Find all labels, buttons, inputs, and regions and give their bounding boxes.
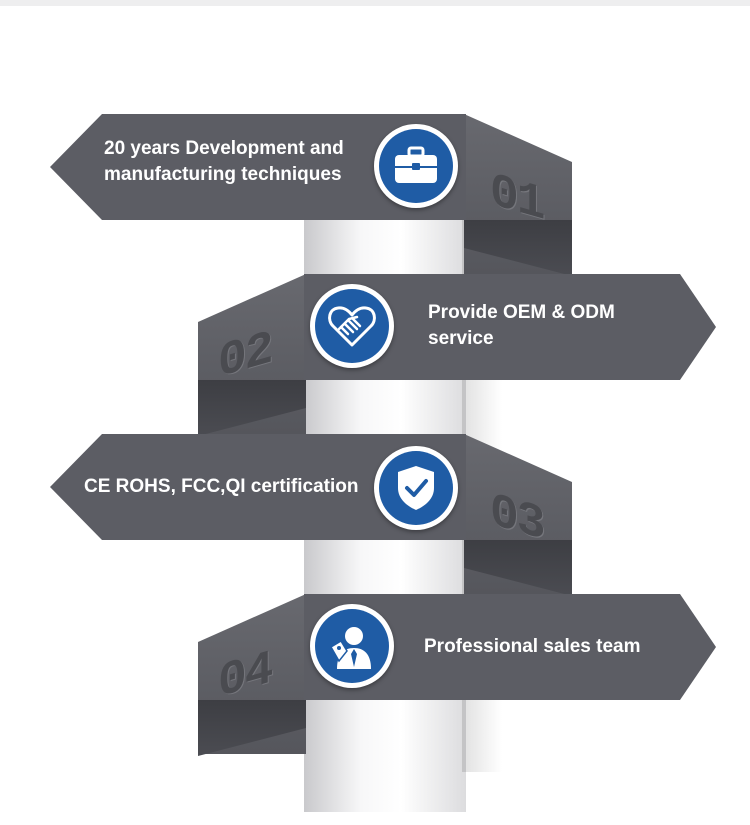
step-label: 20 years Development and manufacturing t… [104, 136, 344, 188]
step-label-line1: Professional sales team [424, 636, 641, 657]
briefcase-icon [374, 124, 458, 208]
step-02: 02 Provide OEM & ODM service [0, 274, 750, 474]
step-01: 01 20 years Development and manufacturin… [0, 114, 750, 314]
step-label-line1: 20 years Development and [104, 138, 344, 159]
step-label: CE ROHS, FCC,QI certification [84, 474, 358, 500]
handshake-heart-icon [310, 284, 394, 368]
salesperson-icon [310, 604, 394, 688]
shield-check-icon [374, 446, 458, 530]
step-label-line1: CE ROHS, FCC,QI certification [84, 476, 359, 497]
step-label-line2: service [428, 328, 494, 349]
top-divider [0, 0, 750, 6]
step-label: Professional sales team [424, 634, 641, 660]
step-label: Provide OEM & ODM service [428, 300, 615, 352]
step-label-line2: manufacturing techniques [104, 164, 342, 185]
step-04: 04 Professional sales team [0, 594, 750, 794]
step-03: 03 CE ROHS, FCC,QI certification [0, 434, 750, 634]
step-label-line1: Provide OEM & ODM [428, 302, 615, 323]
